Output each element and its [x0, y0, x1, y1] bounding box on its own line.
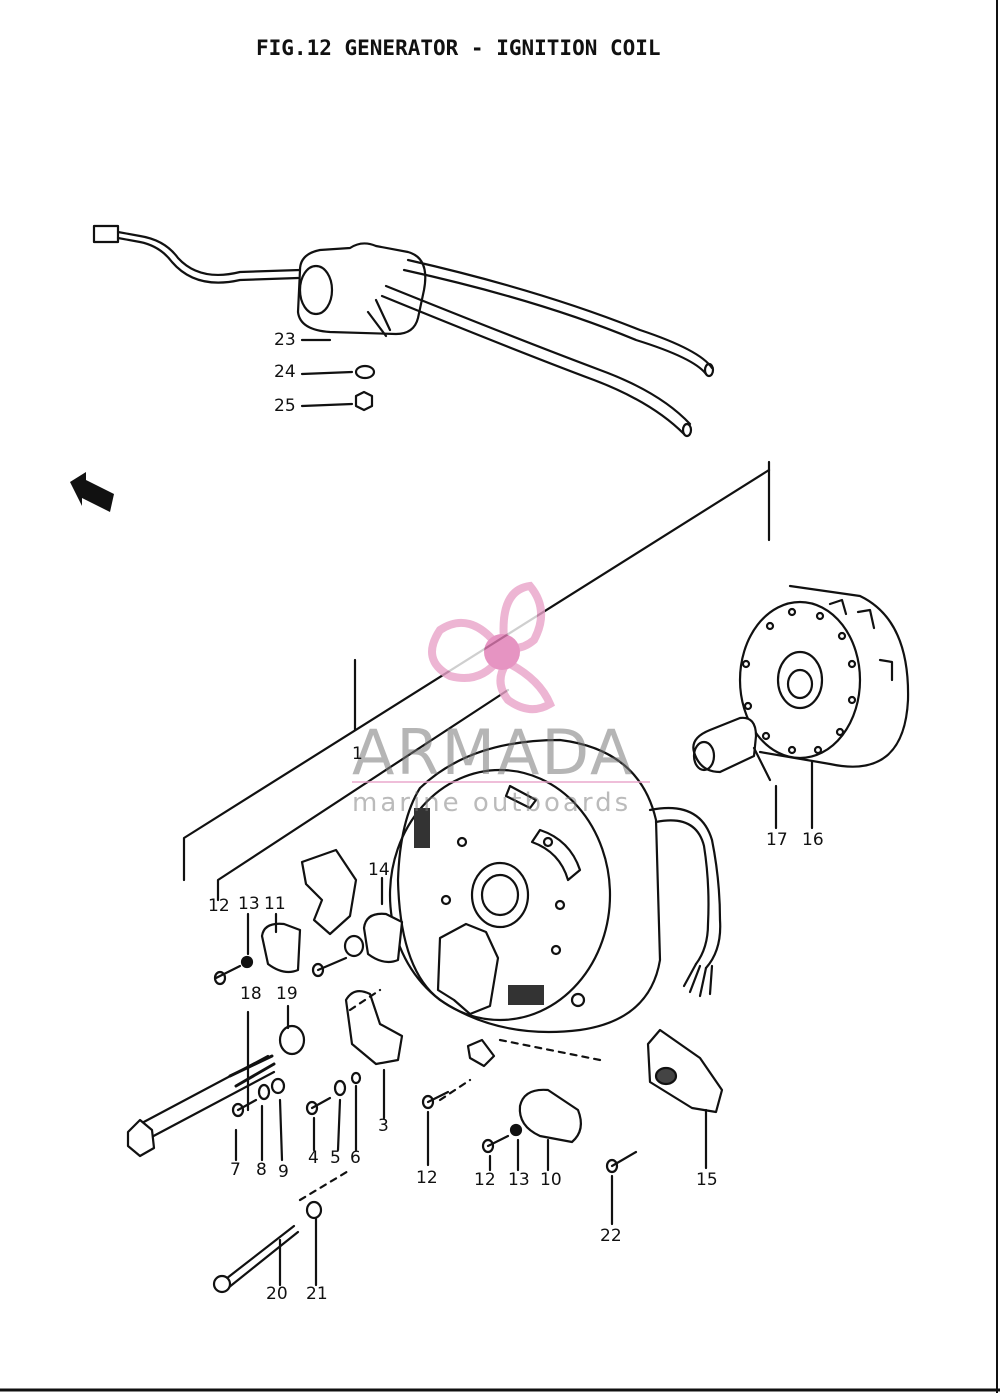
callout-20: 20 [266, 1284, 288, 1304]
cam-3 [344, 989, 404, 1066]
callout-24: 24 [274, 362, 296, 382]
watermark-brand: ARMADA [352, 716, 635, 789]
condenser-10 [518, 1088, 583, 1144]
woodruff-key-17 [692, 716, 758, 774]
callout-19: 19 [276, 984, 298, 1004]
watermark-tagline: marine outboards [352, 788, 632, 818]
condenser-11 [260, 922, 302, 974]
callout-11: 11 [264, 894, 286, 914]
armada-propeller-logo [428, 581, 556, 714]
callout-8: 8 [256, 1160, 267, 1180]
callout-10: 10 [540, 1170, 562, 1190]
callout-15: 15 [696, 1170, 718, 1190]
callout-14: 14 [368, 860, 390, 880]
forward-arrow-icon [70, 472, 114, 512]
breaker-plate-lower [436, 922, 500, 1016]
long-bolt-18 [126, 1054, 276, 1158]
callout-9: 9 [278, 1162, 289, 1182]
flywheel-rotor [738, 584, 910, 768]
figure-title: FIG.12 GENERATOR - IGNITION COIL [256, 36, 661, 60]
washer-19 [278, 1024, 306, 1056]
callout-18: 18 [240, 984, 262, 1004]
callout-21: 21 [306, 1284, 328, 1304]
callout-12-lower: 12 [474, 1170, 496, 1190]
washer-24 [354, 364, 376, 380]
callout-25: 25 [274, 396, 296, 416]
nut-25 [354, 390, 374, 412]
callout-23: 23 [274, 330, 296, 350]
condenser-14 [362, 912, 404, 964]
callout-12-upper: 12 [208, 896, 230, 916]
callout-13-lower: 13 [508, 1170, 530, 1190]
callout-7: 7 [230, 1160, 241, 1180]
callout-5: 5 [330, 1148, 341, 1168]
callout-4: 4 [308, 1148, 319, 1168]
callout-17: 17 [766, 830, 788, 850]
ignition-coil-assembly [92, 224, 715, 438]
callout-16: 16 [802, 830, 824, 850]
callout-1: 1 [352, 744, 363, 764]
callout-13-upper: 13 [238, 894, 260, 914]
callout-3: 3 [378, 1116, 389, 1136]
callout-6: 6 [350, 1148, 361, 1168]
breaker-plate-upper [300, 848, 358, 936]
callout-22: 22 [600, 1226, 622, 1246]
rectifier-15 [646, 1028, 724, 1114]
callout-12-middle: 12 [416, 1168, 438, 1188]
